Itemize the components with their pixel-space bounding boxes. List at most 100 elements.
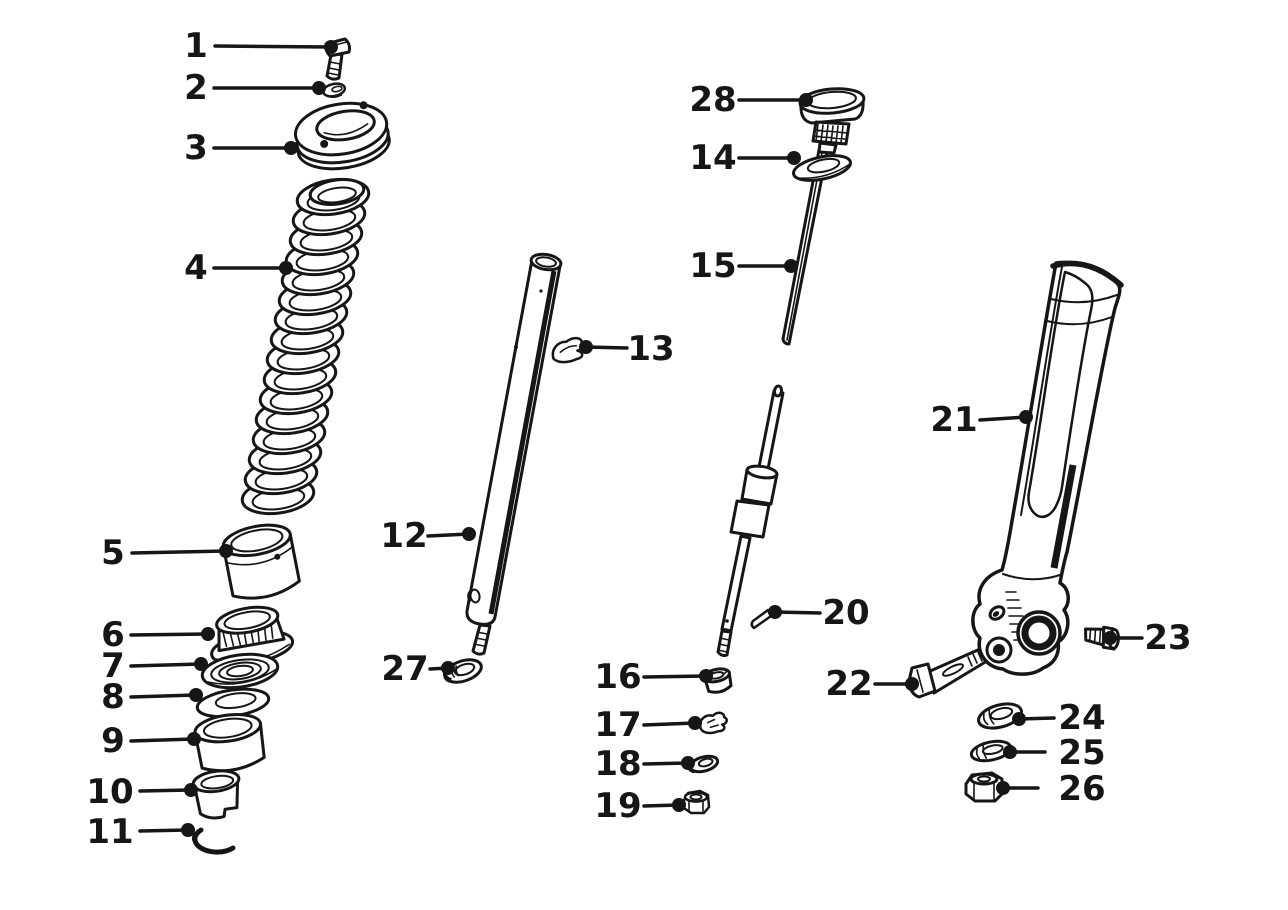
- callout-4[interactable]: 4: [184, 248, 293, 288]
- leader-dot: [184, 783, 198, 797]
- callout-9[interactable]: 9: [101, 721, 201, 761]
- leader-dot: [1003, 745, 1017, 759]
- part-number: 21: [930, 400, 977, 440]
- leader-dot: [219, 544, 233, 558]
- part-number: 11: [86, 812, 133, 852]
- part-number: 5: [101, 533, 125, 573]
- callout-13[interactable]: 13: [579, 329, 675, 369]
- callout-27[interactable]: 27: [381, 649, 455, 689]
- leader-dot: [784, 259, 798, 273]
- callout-17[interactable]: 17: [594, 705, 702, 745]
- callout-28[interactable]: 28: [689, 80, 813, 120]
- callout-19[interactable]: 19: [594, 786, 686, 826]
- part-number: 10: [86, 772, 133, 812]
- part-drawing-fork-slider: [971, 260, 1124, 676]
- part-drawing-seal-washer: [792, 154, 852, 182]
- part-drawing-retaining-clip: [698, 711, 728, 735]
- leader-dot: [312, 81, 326, 95]
- part-drawing-nut-19: [682, 789, 711, 815]
- leader-line: [129, 693, 198, 699]
- callout-24[interactable]: 24: [1012, 698, 1106, 738]
- part-number: 20: [822, 593, 869, 633]
- part-number: 28: [689, 80, 736, 120]
- leader-line: [978, 415, 1028, 422]
- callout-21[interactable]: 21: [930, 400, 1033, 440]
- callout-25[interactable]: 25: [1003, 733, 1106, 773]
- leader-line: [138, 828, 190, 833]
- leader-line: [642, 761, 690, 766]
- part-number: 6: [101, 615, 125, 655]
- leader-dot: [799, 93, 813, 107]
- callout-26[interactable]: 26: [996, 769, 1106, 809]
- part-number: 9: [101, 721, 125, 761]
- leader-dot: [688, 716, 702, 730]
- callout-15[interactable]: 15: [689, 246, 798, 286]
- part-number: 14: [689, 138, 736, 178]
- callout-23[interactable]: 23: [1103, 618, 1192, 658]
- leader-dot: [189, 688, 203, 702]
- leader-dot: [201, 627, 215, 641]
- callout-12[interactable]: 12: [380, 516, 476, 556]
- leader-line: [642, 674, 708, 679]
- leader-dot: [279, 261, 293, 275]
- leader-line: [773, 610, 822, 615]
- leader-dot: [905, 677, 919, 691]
- leader-dot: [324, 40, 338, 54]
- part-drawing-upper-cover: [293, 101, 391, 171]
- part-number: 17: [594, 705, 641, 745]
- callout-2[interactable]: 2: [184, 68, 326, 108]
- part-drawing-bushing-upper: [193, 712, 266, 773]
- part-drawing-grooved-washer: [200, 652, 280, 690]
- callout-22[interactable]: 22: [825, 664, 919, 704]
- part-number: 25: [1058, 733, 1105, 773]
- leader-dot: [441, 661, 455, 675]
- leader-line: [642, 721, 697, 727]
- part-drawing-spring: [238, 173, 373, 520]
- part-drawing-spring-seat: [221, 523, 301, 600]
- leader-dot: [1103, 631, 1117, 645]
- leader-dot: [1012, 712, 1026, 726]
- callout-20[interactable]: 20: [768, 593, 870, 633]
- part-number: 3: [184, 128, 208, 168]
- leader-line: [138, 788, 193, 793]
- leader-dot: [1019, 410, 1033, 424]
- leader-dot: [181, 823, 195, 837]
- callout-1[interactable]: 1: [184, 26, 338, 66]
- leader-dot: [699, 669, 713, 683]
- part-number: 24: [1058, 698, 1105, 738]
- callout-18[interactable]: 18: [594, 744, 695, 784]
- callouts: 1 2 3 4 5 6 7: [86, 26, 1191, 852]
- callout-3[interactable]: 3: [184, 128, 298, 168]
- part-number: 22: [825, 664, 872, 704]
- part-number: 19: [594, 786, 641, 826]
- leader-dot: [194, 657, 208, 671]
- callout-5[interactable]: 5: [101, 533, 233, 573]
- part-number: 7: [101, 646, 125, 686]
- callout-8[interactable]: 8: [101, 677, 203, 717]
- leader-dot: [787, 151, 801, 165]
- leader-dot: [672, 798, 686, 812]
- callout-6[interactable]: 6: [101, 615, 215, 655]
- part-number: 2: [184, 68, 208, 108]
- leader-dot: [996, 781, 1010, 795]
- part-number: 16: [594, 657, 641, 697]
- part-drawing-bushing-lower: [191, 769, 241, 820]
- callout-7[interactable]: 7: [101, 646, 208, 686]
- callout-16[interactable]: 16: [594, 657, 713, 697]
- leader-line: [130, 549, 228, 555]
- leader-dot: [681, 756, 695, 770]
- callout-10[interactable]: 10: [86, 772, 198, 812]
- part-number: 18: [594, 744, 641, 784]
- callout-14[interactable]: 14: [689, 138, 801, 178]
- part-drawing-top-plug: [798, 87, 866, 155]
- leader-dot: [284, 141, 298, 155]
- callout-11[interactable]: 11: [86, 812, 195, 852]
- leader-line: [129, 662, 203, 668]
- leader-line: [213, 44, 333, 49]
- leader-dot: [579, 340, 593, 354]
- part-drawing-snap-ring: [191, 827, 236, 855]
- part-drawing-damper-rod: [716, 384, 785, 658]
- part-drawing-damper-tube: [781, 148, 829, 346]
